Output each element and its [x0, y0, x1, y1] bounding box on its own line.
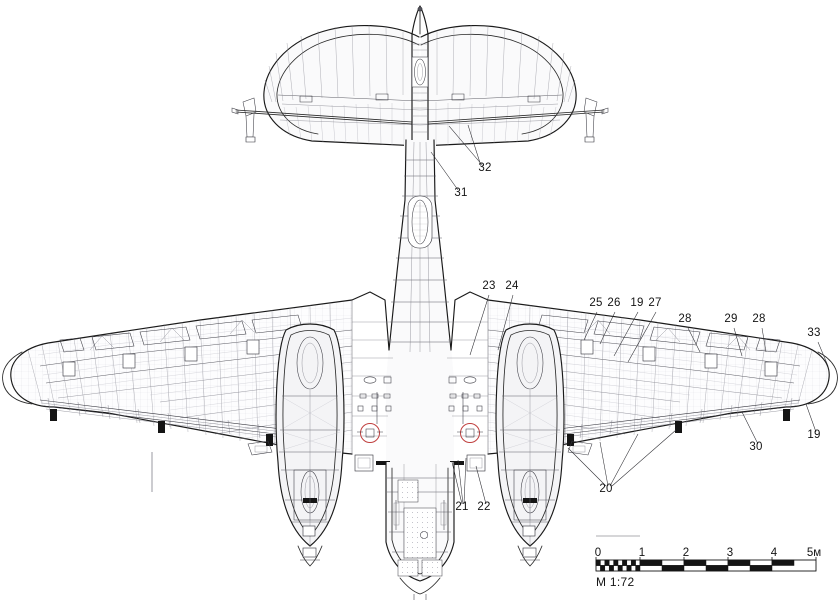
callout-27: 27: [648, 297, 661, 309]
wing-right-aileron: [546, 397, 801, 446]
scale-tick-3: 3: [727, 547, 733, 559]
wing-left-leading-edge-bays: [59, 314, 303, 353]
annotation-ring-right: [457, 423, 483, 443]
tail-right-stabilizer: [419, 24, 609, 147]
main-gear-bay-left: [293, 469, 327, 521]
callout-30: 30: [749, 441, 762, 453]
callout-31: 31: [454, 187, 467, 199]
scale-tick-4: 4: [771, 547, 778, 559]
callout-24: 24: [505, 280, 519, 292]
centre-bay-left: [352, 321, 393, 472]
annotation-ring-left: [357, 423, 383, 443]
main-gear-bay-right: [513, 469, 547, 521]
v-tail-assembly: [231, 5, 609, 152]
ventral-gondola: [385, 461, 455, 600]
callout-20: 20: [599, 483, 612, 495]
nacelle-left: [275, 323, 345, 567]
scale-tick-1: 1: [639, 547, 645, 559]
fuselage-boom: [351, 139, 489, 562]
callout-33: 33: [807, 327, 820, 339]
tail-boom-aft: [411, 5, 429, 152]
callout-32: 32: [478, 162, 491, 174]
callout-25: 25: [589, 297, 602, 309]
nacelle-right: [495, 323, 565, 567]
tail-left-stabilizer: [231, 24, 421, 147]
wing-left-aileron: [39, 397, 294, 446]
callout-26: 26: [607, 297, 620, 309]
scale-tick-2: 2: [683, 547, 689, 559]
scale-label: M 1:72: [596, 575, 635, 589]
fuselage-access-hatch: [407, 195, 433, 249]
callout-19-right: 19: [807, 429, 820, 441]
scale-bar-graphic: [595, 557, 817, 572]
scale-tick-0: 0: [595, 547, 601, 559]
scale-tick-5: 5м: [807, 547, 821, 559]
centre-section: [351, 300, 489, 472]
callout-28-a: 28: [678, 313, 691, 325]
centre-bay-right: [447, 321, 488, 472]
aileron-hinge-bracket: [50, 409, 273, 446]
callout-leader-lines: [430, 124, 829, 505]
callout-22: 22: [477, 501, 490, 513]
scale-bar: 0 1 2 3 4 5м: [595, 535, 821, 589]
callout-19-top: 19: [630, 297, 643, 309]
callout-21: 21: [455, 501, 468, 513]
callout-28-b: 28: [752, 313, 765, 325]
aileron-hinge-bracket: [567, 409, 790, 446]
callout-23: 23: [482, 280, 495, 292]
callout-numbers: 32 31 23 24 25 26 19 27 28 29 28 33 19 3…: [454, 162, 820, 513]
callout-29: 29: [724, 313, 737, 325]
